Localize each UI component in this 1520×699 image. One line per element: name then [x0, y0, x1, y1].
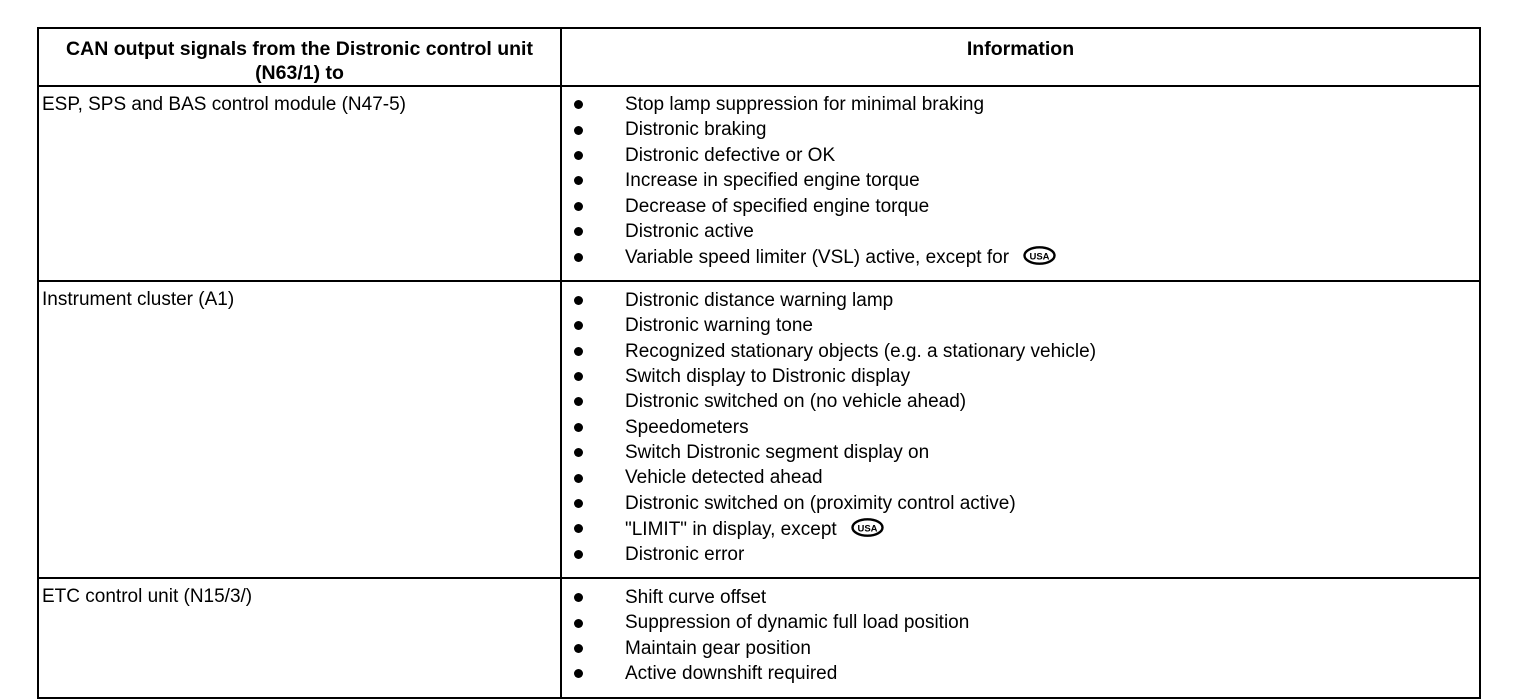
list-item: Suppression of dynamic full load positio…	[562, 610, 1479, 635]
list-item-label: Recognized stationary objects (e.g. a st…	[625, 340, 1097, 362]
list-item-label: Suppression of dynamic full load positio…	[625, 612, 970, 634]
svg-text:USA: USA	[1030, 252, 1050, 263]
bullet-icon	[574, 176, 583, 186]
list-item: Distronic defective or OK	[562, 143, 1479, 168]
bullet-icon	[574, 201, 583, 211]
list-item-label: Distronic switched on (no vehicle ahead)	[625, 391, 967, 413]
usa-badge-icon: USA	[1023, 246, 1056, 266]
list-item: Distronic switched on (proximity control…	[562, 491, 1479, 516]
signal-label: ETC control unit (N15/3/)	[42, 586, 253, 608]
list-item: Distronic distance warning lamp	[562, 288, 1479, 313]
list-item: Distronic active	[562, 219, 1479, 244]
list-item: Shift curve offset	[562, 585, 1479, 610]
bullet-icon	[574, 346, 583, 356]
list-item: Increase in specified engine torque	[562, 168, 1479, 193]
list-item: Switch Distronic segment display on	[562, 440, 1479, 465]
bullet-icon	[574, 473, 583, 483]
column-header-information-label: Information	[966, 38, 1075, 60]
list-item: Distronic braking	[562, 117, 1479, 142]
bullet-icon	[574, 644, 583, 653]
list-item: Distronic error	[562, 542, 1479, 567]
bullet-icon	[574, 397, 583, 407]
list-item: Speedometers	[562, 415, 1479, 440]
list-item: Maintain gear position	[562, 636, 1479, 661]
bullet-icon	[574, 524, 583, 534]
bullet-icon	[574, 252, 583, 262]
bullet-icon	[574, 618, 583, 628]
list-item: Stop lamp suppression for minimal brakin…	[562, 92, 1479, 117]
usa-badge-icon: USA	[850, 518, 884, 538]
list-item-label: Stop lamp suppression for minimal brakin…	[625, 94, 985, 115]
list-item-label: Maintain gear position	[625, 637, 811, 659]
bullet-icon	[574, 549, 583, 559]
list-item: Switch display to Distronic display	[562, 364, 1479, 389]
list-item: Active downshift required	[562, 661, 1479, 686]
list-item: "LIMIT" in display, except USA	[562, 516, 1479, 541]
bullet-icon	[574, 422, 583, 432]
list-item-label: Switch Distronic segment display on	[625, 442, 930, 464]
list-item-label: Distronic braking	[625, 119, 767, 141]
bullet-icon	[574, 669, 583, 679]
signal-cell: ETC control unit (N15/3/)	[37, 577, 562, 699]
svg-text:USA: USA	[857, 524, 877, 535]
column-header-signals: CAN output signals from the Distronic co…	[37, 27, 562, 87]
list-item-label: Distronic active	[625, 220, 754, 242]
table-row: ETC control unit (N15/3/) Shift curve of…	[37, 577, 1481, 699]
bullet-icon	[574, 372, 583, 382]
bullet-icon	[574, 125, 583, 135]
bullet-icon	[574, 227, 583, 237]
list-item: Decrease of specified engine torque	[562, 194, 1479, 219]
column-header-signals-label: CAN output signals from the Distronic co…	[66, 38, 533, 84]
list-item-label: Vehicle detected ahead	[625, 467, 823, 489]
table-body: ESP, SPS and BAS control module (N47-5) …	[37, 85, 1481, 699]
bullet-icon	[574, 448, 583, 458]
list-item-label: Variable speed limiter (VSL) active, exc…	[625, 247, 1010, 269]
list-item: Distronic warning tone	[562, 313, 1479, 338]
list-item-label: Distronic switched on (proximity control…	[625, 492, 1016, 514]
list-item-label: Distronic warning tone	[625, 315, 813, 337]
list-item-label: Speedometers	[625, 416, 749, 438]
table-row: ESP, SPS and BAS control module (N47-5) …	[37, 85, 1481, 282]
information-cell: Stop lamp suppression for minimal brakin…	[560, 85, 1481, 282]
can-signals-table: CAN output signals from the Distronic co…	[37, 27, 1481, 699]
bullet-icon	[574, 499, 583, 509]
list-item-label: Decrease of specified engine torque	[625, 195, 930, 217]
list-item: Vehicle detected ahead	[562, 465, 1479, 490]
table-header-row: CAN output signals from the Distronic co…	[37, 27, 1481, 87]
signal-cell: ESP, SPS and BAS control module (N47-5)	[37, 85, 562, 282]
list-item-label: Shift curve offset	[625, 587, 767, 609]
bullet-icon	[574, 100, 583, 110]
list-item: Variable speed limiter (VSL) active, exc…	[562, 244, 1479, 269]
bullet-icon	[574, 593, 583, 603]
list-item-label: Distronic defective or OK	[625, 144, 836, 166]
list-item-label: Active downshift required	[625, 663, 838, 685]
list-item: Recognized stationary objects (e.g. a st…	[562, 339, 1479, 364]
bullet-icon	[574, 321, 583, 331]
column-header-information: Information	[560, 27, 1481, 87]
signal-label: Instrument cluster (A1)	[42, 288, 235, 310]
table-row: Instrument cluster (A1) Distronic distan…	[37, 279, 1481, 580]
signal-label: ESP, SPS and BAS control module (N47-5)	[42, 94, 407, 115]
document-page: CAN output signals from the Distronic co…	[37, 27, 1481, 699]
list-item-label: Increase in specified engine torque	[625, 170, 920, 192]
list-item: Distronic switched on (no vehicle ahead)	[562, 389, 1479, 414]
list-item-label: Distronic error	[625, 543, 745, 565]
list-item-label: "LIMIT" in display, except	[625, 519, 837, 541]
information-list: Stop lamp suppression for minimal brakin…	[562, 87, 1479, 280]
signal-cell: Instrument cluster (A1)	[37, 279, 562, 580]
list-item-label: Switch display to Distronic display	[625, 365, 911, 387]
bullet-icon	[574, 295, 583, 305]
list-item-label: Distronic distance warning lamp	[625, 289, 894, 311]
bullet-icon	[574, 150, 583, 160]
